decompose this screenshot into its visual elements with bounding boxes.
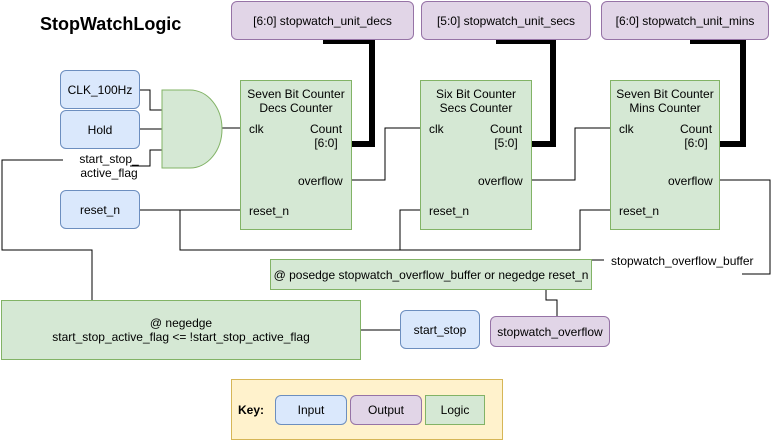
counter-reset-port: reset_n <box>619 204 660 218</box>
counter-reset-port: reset_n <box>249 204 290 218</box>
counter-count-port: Count [6:0] <box>310 122 343 150</box>
input-label: CLK_100Hz <box>67 82 133 97</box>
bus-mins-count <box>690 38 746 147</box>
input-clk-100hz: CLK_100Hz <box>60 70 140 109</box>
input-hold: Hold <box>60 110 140 149</box>
bus-decs-count <box>323 38 375 147</box>
wire-clk-to-gate <box>140 89 162 111</box>
negedge-logic-block: @ negedge start_stop_active_flag <= !sta… <box>1 300 361 360</box>
mins-counter: Seven Bit Counter Mins Counter clk Count… <box>610 80 720 230</box>
output-label: [6:0] stopwatch_unit_decs <box>253 13 392 28</box>
output-label: [5:0] stopwatch_unit_secs <box>436 13 576 28</box>
key-title: Key: <box>238 403 265 417</box>
overflow-logic-block: @ posedge stopwatch_overflow_buffer or n… <box>270 259 592 290</box>
counter-overflow-port: overflow <box>478 174 523 188</box>
wire-secs-overflow-to-mins-clk <box>532 127 610 181</box>
key-output-swatch: Output <box>350 395 422 425</box>
counter-count-port: Count [5:0] <box>490 122 523 150</box>
wire-flag-to-gate <box>130 149 162 167</box>
input-label: start_stop <box>413 322 467 337</box>
and-gate <box>161 89 223 169</box>
key-output-label: Output <box>367 403 405 417</box>
wire-reset-bus-mins <box>400 209 610 251</box>
negedge-logic-text: @ negedge start_stop_active_flag <= !sta… <box>52 316 310 344</box>
wire-flag-loop <box>1 159 93 300</box>
counter-reset-port: reset_n <box>429 204 470 218</box>
key-logic-label: Logic <box>440 403 470 417</box>
output-label: [6:0] stopwatch_unit_mins <box>615 13 755 28</box>
wire-logic-to-output <box>545 290 558 316</box>
input-start-stop: start_stop <box>400 310 480 349</box>
output-label: stopwatch_overflow <box>497 324 603 339</box>
key-legend: Key: Input Output Logic <box>231 379 503 440</box>
input-label: Hold <box>87 122 113 137</box>
output-stopwatch-unit-decs: [6:0] stopwatch_unit_decs <box>231 1 414 40</box>
key-logic-swatch: Logic <box>425 395 485 425</box>
bus-secs-count <box>496 38 556 147</box>
page-title: StopWatchLogic <box>40 14 182 34</box>
decs-counter: Seven Bit Counter Decs Counter clk Count… <box>240 80 352 230</box>
key-input-label: Input <box>297 403 325 417</box>
output-stopwatch-overflow: stopwatch_overflow <box>490 316 610 347</box>
wire-decs-overflow-to-secs-clk <box>352 127 420 181</box>
wire-mins-overflow-to-buffer <box>720 179 771 275</box>
input-reset-n: reset_n <box>60 190 140 229</box>
counter-clk-port: clk <box>249 122 264 136</box>
counter-title: Seven Bit Counter Mins Counter <box>616 87 714 115</box>
key-input-swatch: Input <box>275 395 347 425</box>
secs-counter: Six Bit Counter Secs Counter clk Count [… <box>420 80 532 230</box>
counter-overflow-port: overflow <box>298 174 343 188</box>
counter-title: Seven Bit Counter Decs Counter <box>247 87 345 115</box>
counter-title: Six Bit Counter Secs Counter <box>435 87 517 115</box>
counter-count-port: Count [6:0] <box>680 122 713 150</box>
flag-label: start_stop_ active_flag <box>79 152 139 180</box>
output-stopwatch-unit-mins: [6:0] stopwatch_unit_mins <box>601 1 769 40</box>
overflow-buffer-label: stopwatch_overflow_buffer <box>609 254 756 268</box>
counter-clk-port: clk <box>619 122 634 136</box>
overflow-logic-text: @ posedge stopwatch_overflow_buffer or n… <box>273 267 589 282</box>
counter-overflow-port: overflow <box>668 174 713 188</box>
input-label: reset_n <box>79 202 121 217</box>
counter-clk-port: clk <box>429 122 444 136</box>
output-stopwatch-unit-secs: [5:0] stopwatch_unit_secs <box>421 1 591 40</box>
